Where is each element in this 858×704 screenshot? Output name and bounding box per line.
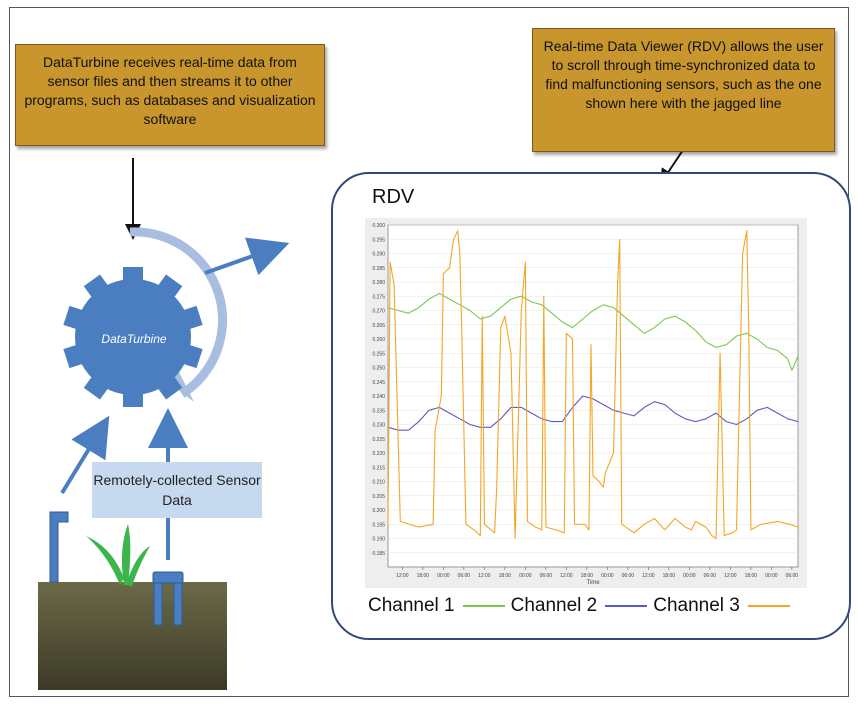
y-tick-label: 0.210 [372, 480, 385, 486]
y-tick-label: 0.255 [372, 351, 385, 357]
x-tick-label: 12:00 [478, 573, 491, 579]
remote-sensor-data-label: Remotely-collected Sensor Data [92, 462, 262, 518]
y-tick-label: 0.185 [372, 551, 385, 557]
rotation-arc [129, 227, 227, 398]
y-tick-label: 0.270 [372, 309, 385, 315]
arrow-sensor1-to-gear [60, 415, 110, 495]
x-tick-label: 00:00 [683, 573, 696, 579]
x-tick-label: 12:00 [724, 573, 737, 579]
legend-label-channel-1: Channel 1 [368, 595, 455, 616]
y-tick-label: 0.205 [372, 494, 385, 500]
legend-swatch-channel-1 [462, 605, 505, 607]
x-axis-title: Time [586, 580, 600, 586]
series-line-channel-3 [387, 230, 799, 540]
x-tick-label: 18:00 [581, 573, 594, 579]
rdv-callout: Real-time Data Viewer (RDV) allows the u… [532, 28, 835, 152]
y-tick-label: 0.235 [372, 408, 385, 414]
x-tick-label: 12:00 [642, 573, 655, 579]
gear-label: DataTurbine [101, 332, 167, 346]
x-tick-label: 18:00 [745, 573, 758, 579]
soil-block [38, 582, 227, 690]
x-tick-label: 12:00 [396, 573, 409, 579]
x-tick-label: 12:00 [560, 573, 573, 579]
x-tick-label: 06:00 [704, 573, 717, 579]
plant-icon [86, 524, 150, 586]
legend-swatch-channel-3 [747, 605, 790, 607]
y-tick-label: 0.265 [372, 323, 385, 329]
x-tick-label: 06:00 [622, 573, 635, 579]
x-tick-label: 06:00 [786, 573, 799, 579]
x-tick-label: 00:00 [519, 573, 532, 579]
x-tick-label: 18:00 [499, 573, 512, 579]
chart-legend: Channel 1 Channel 2 Channel 3 [368, 594, 796, 618]
series-line-channel-2 [387, 395, 799, 431]
y-tick-label: 0.300 [372, 223, 385, 229]
y-tick-label: 0.290 [372, 252, 385, 258]
sensor-probe-left [49, 511, 69, 583]
legend-label-channel-2: Channel 2 [510, 595, 598, 616]
series-line-channel-1 [387, 292, 799, 371]
x-tick-label: 00:00 [765, 573, 778, 579]
sensor-probe-right [152, 571, 184, 626]
y-tick-label: 0.225 [372, 437, 385, 443]
x-tick-label: 06:00 [540, 573, 553, 579]
y-tick-label: 0.200 [372, 508, 385, 514]
y-tick-label: 0.250 [372, 366, 385, 372]
arrow-gear-to-rdv [204, 237, 290, 276]
y-tick-label: 0.275 [372, 294, 385, 300]
x-tick-label: 18:00 [663, 573, 676, 579]
y-tick-label: 0.230 [372, 423, 385, 429]
y-tick-label: 0.285 [372, 266, 385, 272]
x-tick-label: 00:00 [601, 573, 614, 579]
y-tick-label: 0.260 [372, 337, 385, 343]
y-tick-label: 0.215 [372, 465, 385, 471]
datatturbine-callout: DataTurbine receives real-time data from… [15, 44, 325, 146]
legend-swatch-channel-2 [605, 605, 648, 607]
rdv-title: RDV [372, 186, 415, 208]
y-tick-label: 0.245 [372, 380, 385, 386]
y-tick-label: 0.220 [372, 451, 385, 457]
y-tick-label: 0.295 [372, 237, 385, 243]
y-tick-label: 0.280 [372, 280, 385, 286]
legend-label-channel-3: Channel 3 [653, 595, 740, 616]
gear-icon [63, 267, 203, 407]
y-tick-label: 0.190 [372, 537, 385, 543]
x-tick-label: 06:00 [458, 573, 471, 579]
y-tick-label: 0.195 [372, 522, 385, 528]
x-tick-label: 00:00 [437, 573, 450, 579]
y-tick-label: 0.240 [372, 394, 385, 400]
x-tick-label: 18:00 [417, 573, 430, 579]
